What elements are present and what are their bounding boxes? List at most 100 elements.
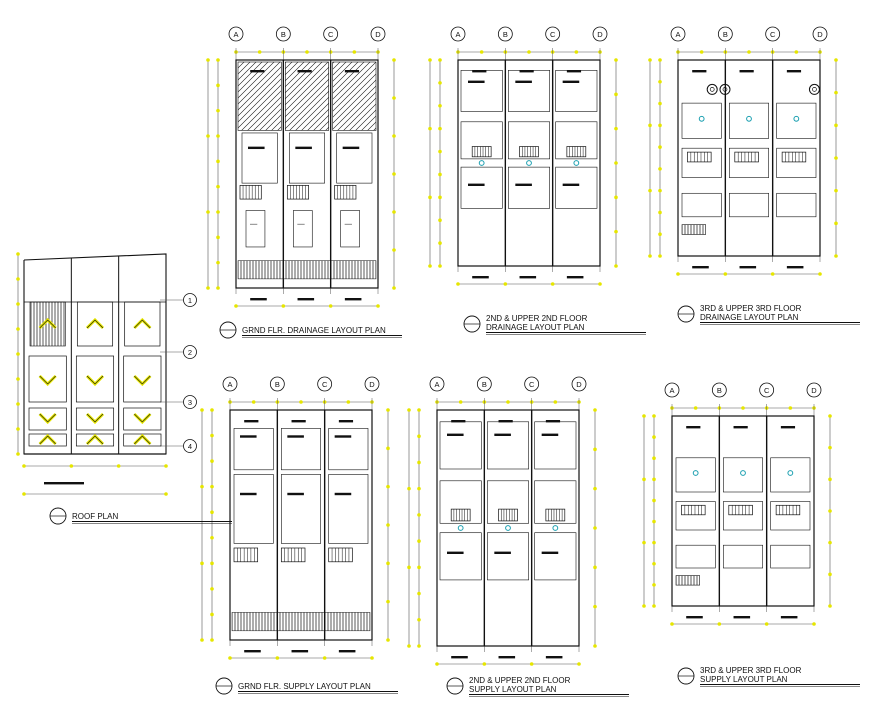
stair-icon (734, 151, 759, 163)
room-tag (686, 616, 703, 619)
dimension-dot (614, 92, 618, 97)
dimension-dot (670, 622, 674, 626)
dimension-dot (200, 561, 204, 566)
plan-title-text: DRAINAGE LAYOUT PLAN (700, 313, 799, 322)
dimension-dot (503, 282, 508, 286)
slope-arrow-icon (39, 413, 56, 423)
dimension-dot (200, 408, 204, 412)
dimension-string (676, 272, 822, 276)
dimension-dot (16, 327, 20, 331)
dimension-dot (69, 464, 74, 468)
room-outline (555, 70, 598, 112)
grid-bubble (765, 26, 781, 42)
terrace-hatch (237, 61, 282, 131)
dimension-dot (210, 484, 214, 489)
fixture-icon (457, 525, 464, 531)
terrace-hatch (332, 61, 377, 131)
room-outline (776, 102, 817, 139)
dimension-dot (658, 188, 662, 193)
room-outline (729, 192, 769, 218)
dimension-string (456, 282, 602, 286)
room-outline (460, 70, 503, 112)
stair-outline (498, 508, 518, 522)
dimension-dot (16, 402, 20, 406)
dimension-dot (652, 604, 656, 608)
room-outline (460, 121, 503, 160)
dimension-dot (22, 492, 26, 496)
slope-arrow-icon (134, 435, 151, 445)
stair-outline (519, 146, 539, 158)
grid-bubble (269, 376, 285, 392)
room-outline (770, 501, 811, 531)
grid-bubble (222, 376, 238, 392)
stair-outline (450, 508, 471, 522)
grid-label: C (322, 380, 328, 389)
grid-bubble (183, 395, 197, 409)
slope-arrow-icon (38, 374, 57, 387)
tank-icon (812, 87, 817, 92)
fixture-icon (526, 160, 532, 166)
stair-outline (233, 547, 259, 563)
dimension-dot (200, 484, 204, 489)
dimension-dot (828, 572, 832, 577)
dimension-dot (438, 149, 442, 154)
dimension-dot (216, 184, 220, 189)
dimension-string (206, 58, 210, 290)
fixture-icon (692, 470, 699, 476)
dimension-dot (16, 377, 20, 381)
room-tag (244, 650, 261, 653)
dimension-string (438, 58, 442, 268)
grid-bubble (450, 26, 466, 42)
dimension-dot (392, 172, 396, 176)
dimension-dot (614, 126, 618, 131)
grid-label: B (281, 30, 286, 39)
dimension-dot (652, 414, 656, 418)
dimension-string (16, 252, 20, 456)
dimension-string (234, 304, 380, 308)
room-outline (770, 544, 811, 569)
dimension-dot (770, 272, 775, 276)
grid-bubble (228, 26, 244, 42)
dimension-dot (652, 561, 656, 566)
dimension-dot (593, 526, 597, 530)
room-tag (733, 616, 751, 619)
dimension-dot (376, 304, 380, 308)
dimension-dot (428, 126, 432, 131)
dimension-dot (164, 492, 168, 496)
dimension-dot (417, 591, 421, 596)
dimension-dot (456, 282, 460, 286)
dimension-dot (16, 452, 20, 456)
dimension-dot (407, 408, 411, 412)
room-tag (545, 656, 563, 659)
fixture-icon (740, 470, 746, 476)
grid-bubble (592, 26, 608, 42)
dimension-dot (794, 50, 799, 54)
dimension-dot (116, 464, 121, 468)
room-tag (287, 492, 304, 496)
room-outline (336, 132, 373, 184)
fixture-icon (505, 525, 511, 531)
room-tag (244, 420, 259, 423)
room-outline (281, 474, 321, 544)
dimension-dot (210, 561, 214, 566)
room-tag (541, 433, 559, 436)
dimension-dot (428, 195, 432, 200)
dimension-dot (658, 167, 662, 171)
grid-bubble (497, 26, 513, 42)
dimension-dot (658, 79, 662, 84)
room-tag (494, 551, 511, 554)
ramp-hatch (231, 612, 371, 632)
dimension-dot (210, 535, 214, 540)
room-tag (344, 70, 360, 73)
dimension-dot (834, 156, 838, 160)
dimension-dot (642, 477, 646, 482)
slope-arrow-icon (86, 435, 104, 445)
dimension-dot (642, 414, 646, 418)
dimension-dot (386, 523, 390, 527)
